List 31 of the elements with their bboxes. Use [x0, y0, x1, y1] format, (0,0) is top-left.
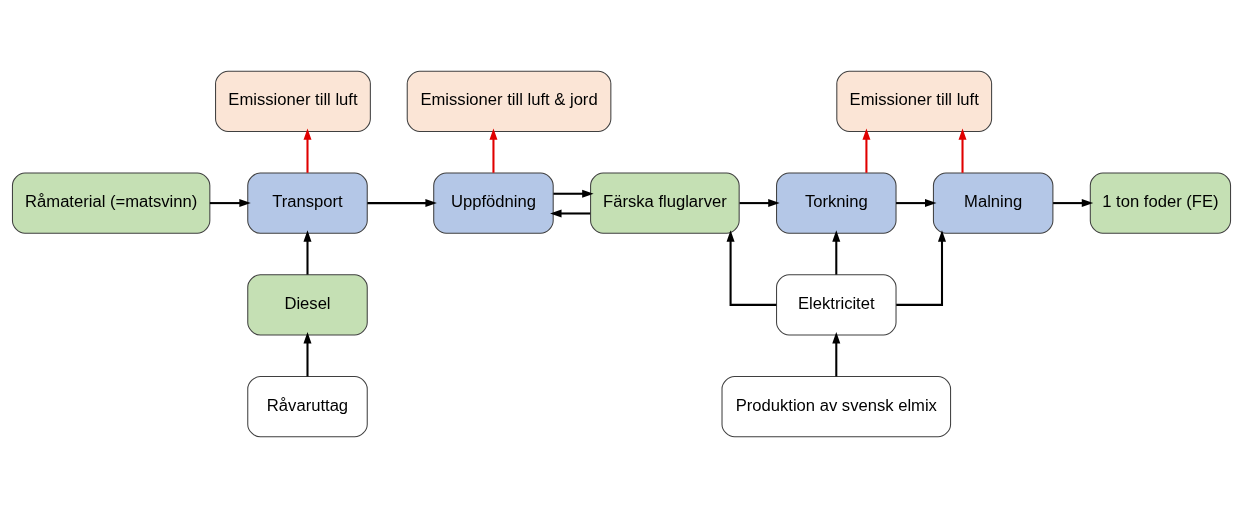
node-box: Emissioner till luft & jord [406, 70, 612, 132]
arrow [896, 230, 946, 306]
node-box: Elektricitet [776, 274, 897, 336]
node-box: Torkning [776, 172, 897, 234]
arrow [726, 230, 777, 306]
arrow [303, 332, 312, 377]
arrow [832, 332, 841, 377]
arrow [209, 199, 251, 208]
arrow [489, 128, 498, 173]
node-box: Emissioner till luft [836, 70, 993, 132]
node-box: Råvaruttag [247, 376, 368, 438]
arrow [1053, 199, 1094, 208]
arrow [550, 209, 591, 218]
node-box: Diesel [247, 274, 368, 336]
arrow [832, 230, 841, 275]
arrow [303, 230, 312, 275]
arrow [739, 199, 780, 208]
node-box: Malning [932, 172, 1054, 234]
arrow [553, 189, 594, 198]
arrow [958, 128, 967, 173]
node-box: Produktion av svensk elmix [721, 376, 952, 438]
node-box: Uppfödning [433, 172, 554, 234]
arrow [303, 128, 312, 173]
node-box: 1 ton foder (FE) [1089, 172, 1232, 234]
arrow [862, 128, 871, 173]
node-box: Råmaterial (=matsvinn) [11, 172, 211, 234]
arrow [896, 199, 937, 208]
arrow [367, 199, 437, 208]
node-box: Emissioner till luft [215, 70, 371, 132]
node-box: Transport [247, 172, 368, 234]
node-box: Färska fluglarver [590, 172, 740, 234]
